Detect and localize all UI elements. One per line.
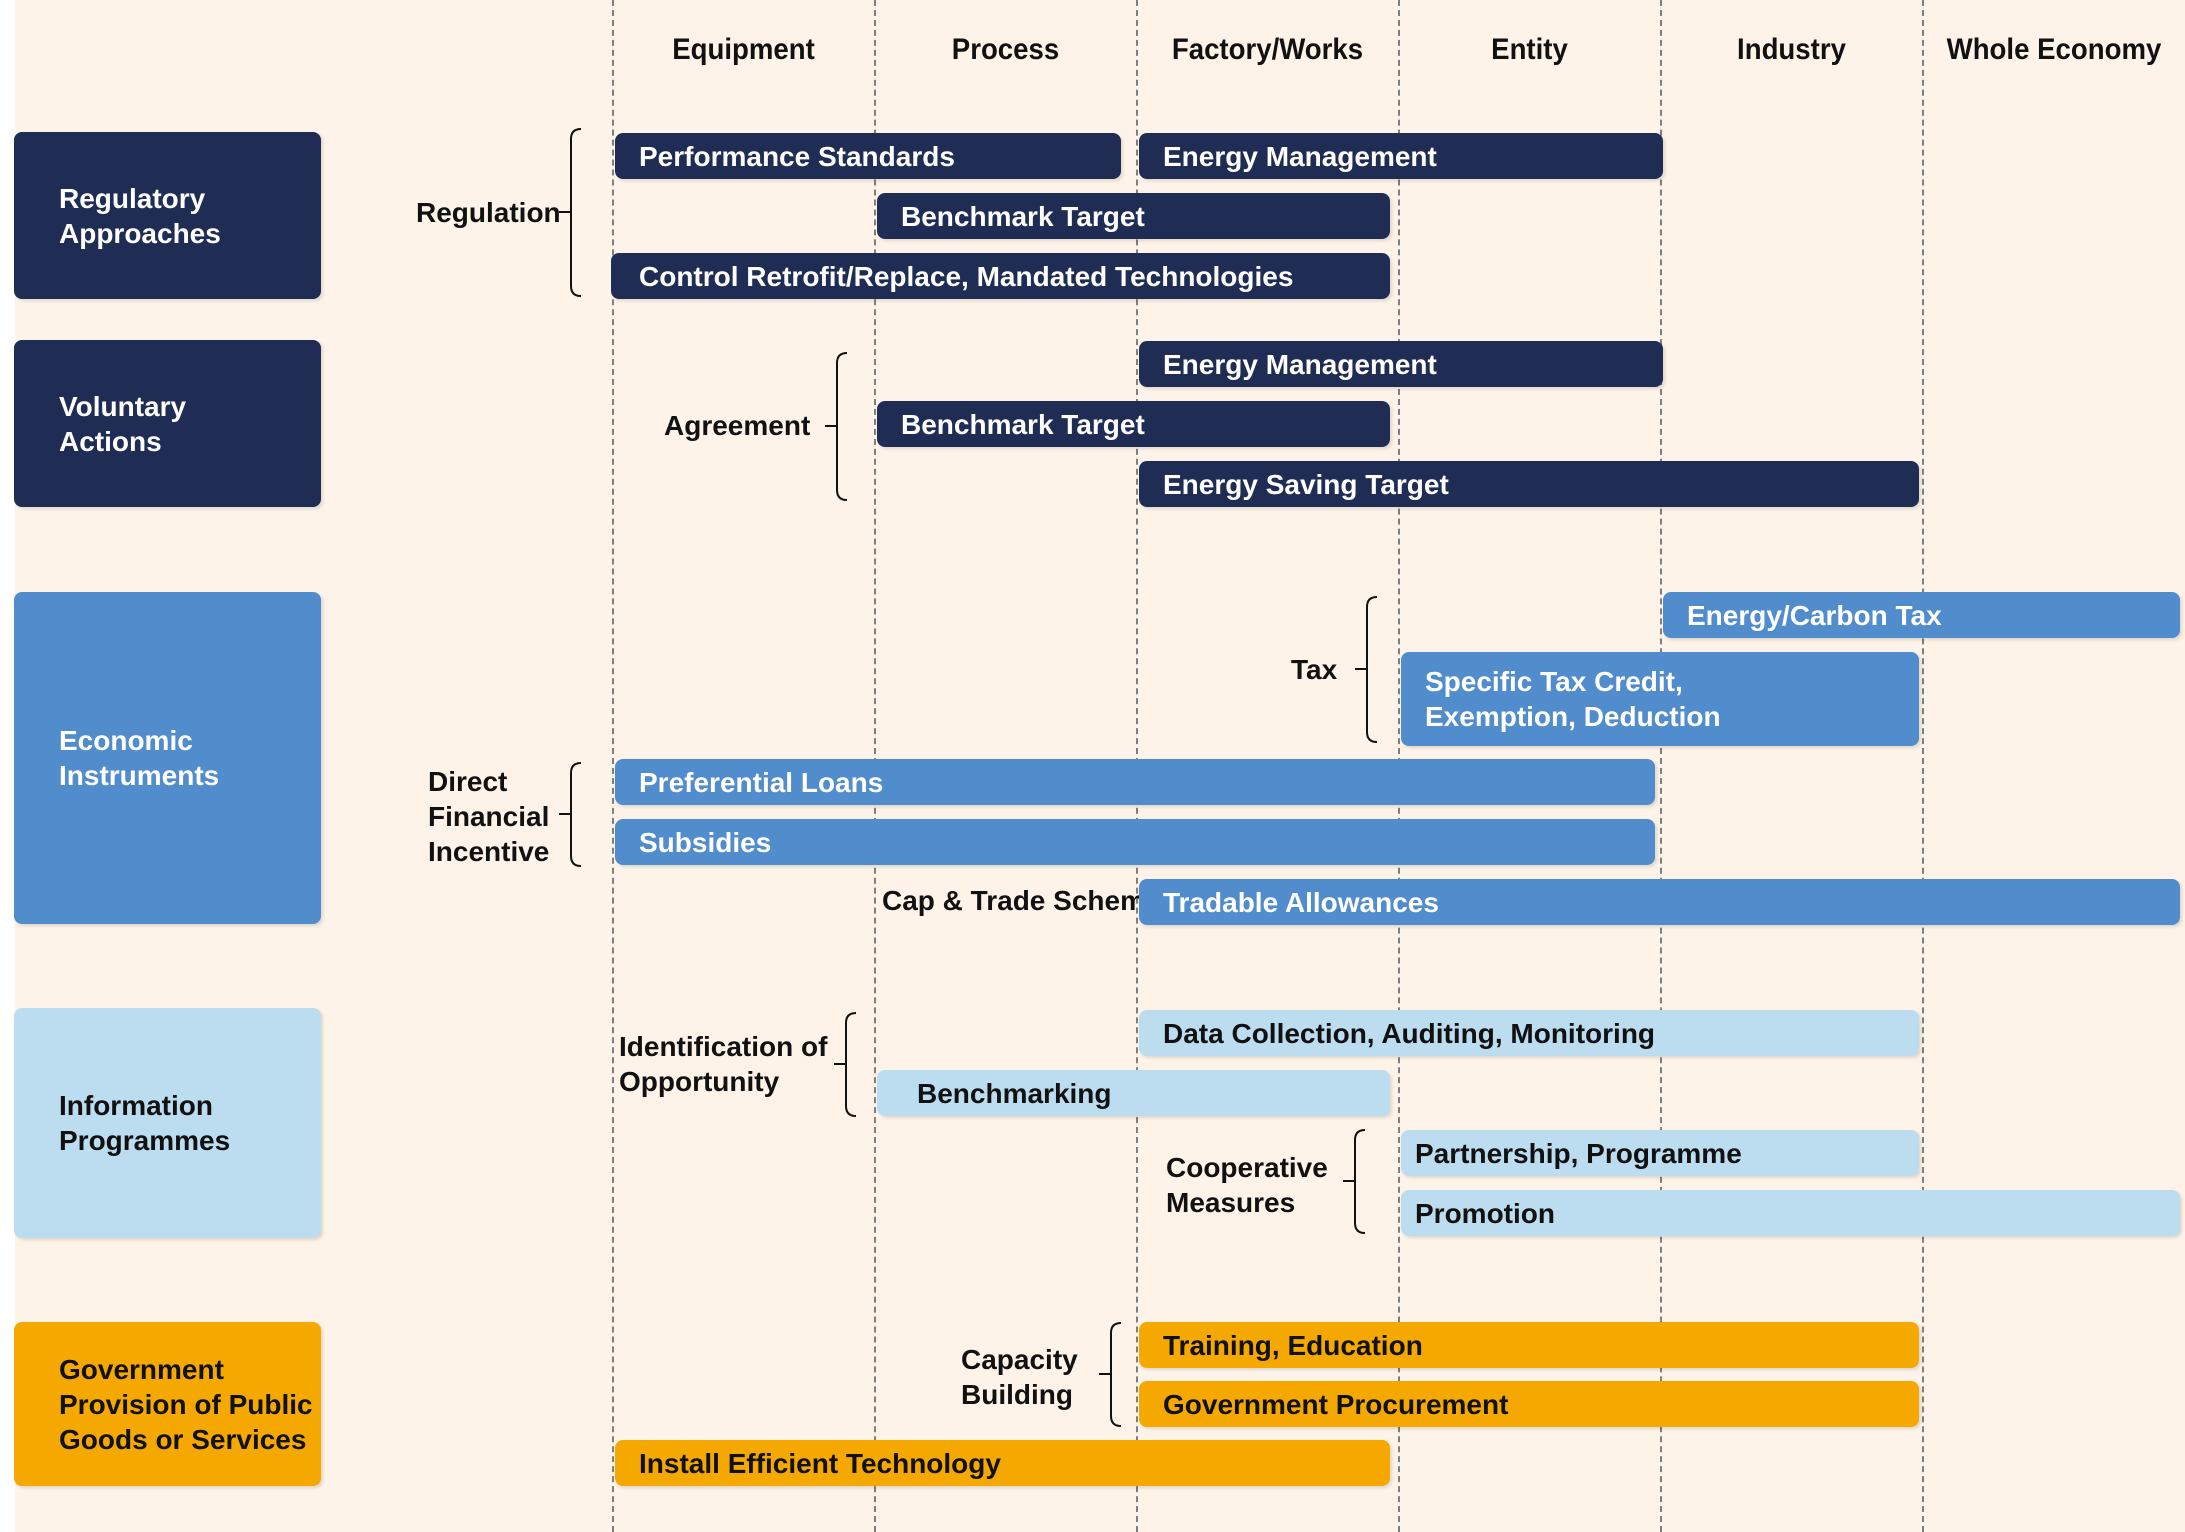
- bar-energy-saving-target: Energy Saving Target: [1139, 461, 1919, 507]
- category-regulatory-approaches: Regulatory Approaches: [14, 132, 321, 299]
- bar-energy-management-agreement: Energy Management: [1139, 341, 1663, 387]
- group-label-tax: Tax: [1291, 654, 1338, 685]
- column-divider: [1922, 0, 1924, 1532]
- bar-performance-standards: Performance Standards: [615, 133, 1121, 179]
- bracket-tax: [1355, 596, 1378, 743]
- column-header-equipment: Equipment: [672, 33, 815, 66]
- column-header-entity: Entity: [1491, 33, 1568, 66]
- bar-tradable-allowances: Tradable Allowances: [1139, 879, 2180, 925]
- group-label-capacity-building: Capacity Building: [961, 1344, 1078, 1410]
- column-divider: [1660, 0, 1662, 1532]
- group-label-cooperative-measures: Cooperative Measures: [1166, 1152, 1328, 1218]
- group-label-direct-financial-incentive: Direct Financial Incentive: [428, 766, 550, 867]
- bar-specific-tax-credit: Specific Tax Credit, Exemption, Deductio…: [1401, 652, 1919, 746]
- bar-training-education: Training, Education: [1139, 1322, 1919, 1368]
- bar-benchmarking: Benchmarking: [877, 1070, 1390, 1116]
- column-divider: [612, 0, 614, 1532]
- bracket-direct-financial-incentive: [559, 762, 582, 867]
- bar-install-efficient-technology: Install Efficient Technology: [615, 1440, 1390, 1486]
- group-label-agreement: Agreement: [664, 410, 811, 441]
- group-label-identification-of-opportunity: Identification of Opportunity: [619, 1031, 828, 1097]
- bar-subsidies: Subsidies: [615, 819, 1655, 865]
- bar-data-collection: Data Collection, Auditing, Monitoring: [1139, 1010, 1919, 1056]
- bar-benchmark-target-agreement: Benchmark Target: [877, 401, 1390, 447]
- bar-control-retrofit: Control Retrofit/Replace, Mandated Techn…: [611, 253, 1390, 299]
- group-label-cap-and-trade: Cap & Trade Scheme: [882, 885, 1161, 916]
- bar-promotion: Promotion: [1401, 1190, 2180, 1236]
- bracket-identification-of-opportunity: [834, 1012, 857, 1117]
- bracket-regulation: [559, 128, 582, 297]
- bracket-capacity-building: [1099, 1322, 1122, 1427]
- column-header-whole-economy: Whole Economy: [1946, 33, 2162, 66]
- category-government-provision: Government Provision of Public Goods or …: [14, 1322, 321, 1486]
- category-voluntary-actions: Voluntary Actions: [14, 340, 321, 507]
- group-label-regulation: Regulation: [416, 197, 561, 228]
- column-header-industry: Industry: [1737, 33, 1846, 66]
- bar-energy-management-regulation: Energy Management: [1139, 133, 1663, 179]
- category-information-programmes: Information Programmes: [14, 1008, 321, 1238]
- bar-benchmark-target-regulation: Benchmark Target: [877, 193, 1390, 239]
- bar-preferential-loans: Preferential Loans: [615, 759, 1655, 805]
- bracket-cooperative-measures: [1343, 1129, 1366, 1234]
- bar-government-procurement: Government Procurement: [1139, 1381, 1919, 1427]
- column-header-process: Process: [951, 33, 1060, 66]
- category-economic-instruments: Economic Instruments: [14, 592, 321, 924]
- column-header-factory-works: Factory/Works: [1171, 33, 1364, 66]
- bar-partnership-programme: Partnership, Programme: [1401, 1130, 1919, 1176]
- bracket-agreement: [825, 352, 848, 501]
- bar-energy-carbon-tax: Energy/Carbon Tax: [1663, 592, 2180, 638]
